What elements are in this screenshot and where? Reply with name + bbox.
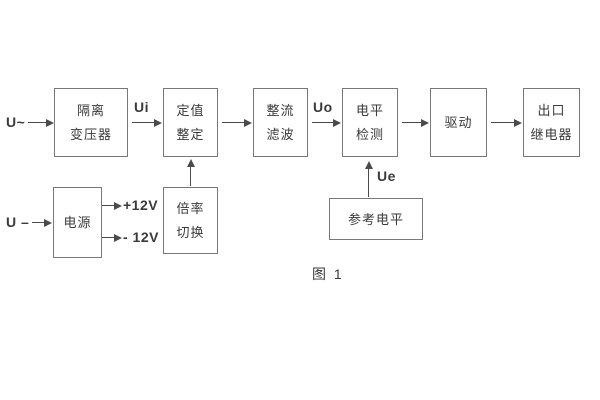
- block-label: 整流: [266, 103, 295, 118]
- arrow-setting-to-rectifier: [222, 118, 252, 127]
- figure-caption: 图 1: [312, 266, 344, 282]
- block-power-supply: 电源: [53, 187, 102, 258]
- arrow-ac-input: [28, 118, 54, 127]
- signal-ue-label: Ue: [377, 168, 396, 184]
- arrow-pos12v: [102, 201, 122, 210]
- dc-input-label: U –: [6, 214, 30, 230]
- block-label: 切换: [176, 225, 205, 240]
- block-label: 倍率: [176, 201, 205, 216]
- block-output-relay: 出口 继电器: [523, 88, 580, 157]
- arrow-drive-to-relay: [491, 118, 522, 127]
- block-label: 出口: [537, 103, 566, 118]
- arrow-detect-to-drive: [402, 118, 429, 127]
- block-label: 驱动: [444, 115, 473, 130]
- block-label: 变压器: [69, 127, 112, 142]
- signal-ui-label: Ui: [134, 99, 149, 115]
- block-label: 电源: [63, 215, 92, 230]
- block-isolation-transformer: 隔离 变压器: [54, 88, 128, 157]
- rail-neg12v-label: - 12V: [123, 229, 159, 245]
- block-label: 滤波: [266, 127, 295, 142]
- arrow-uo: [312, 118, 341, 127]
- block-label: 隔离: [76, 103, 105, 118]
- block-label: 检测: [355, 127, 384, 142]
- arrow-dc-input: [32, 218, 52, 227]
- block-drive: 驱动: [430, 88, 487, 157]
- rail-pos12v-label: +12V: [123, 197, 159, 213]
- ac-input-label: U~: [6, 114, 26, 130]
- arrow-ue-reference-to-detect: [364, 161, 373, 197]
- block-ratio-switch: 倍率 切换: [163, 187, 218, 254]
- block-label: 整定: [176, 127, 205, 142]
- arrow-ui: [132, 118, 162, 127]
- signal-uo-label: Uo: [313, 99, 333, 115]
- arrow-ratio-to-setting: [186, 159, 195, 186]
- block-rectifier-filter: 整流 滤波: [253, 88, 308, 157]
- block-value-setting: 定值 整定: [163, 88, 218, 157]
- block-level-detection: 电平 检测: [342, 88, 398, 157]
- block-label: 继电器: [530, 127, 573, 142]
- block-label: 定值: [176, 103, 205, 118]
- block-reference-level: 参考电平: [329, 198, 423, 240]
- block-label: 电平: [355, 103, 384, 118]
- block-label: 参考电平: [347, 211, 404, 227]
- arrow-neg12v: [102, 233, 122, 242]
